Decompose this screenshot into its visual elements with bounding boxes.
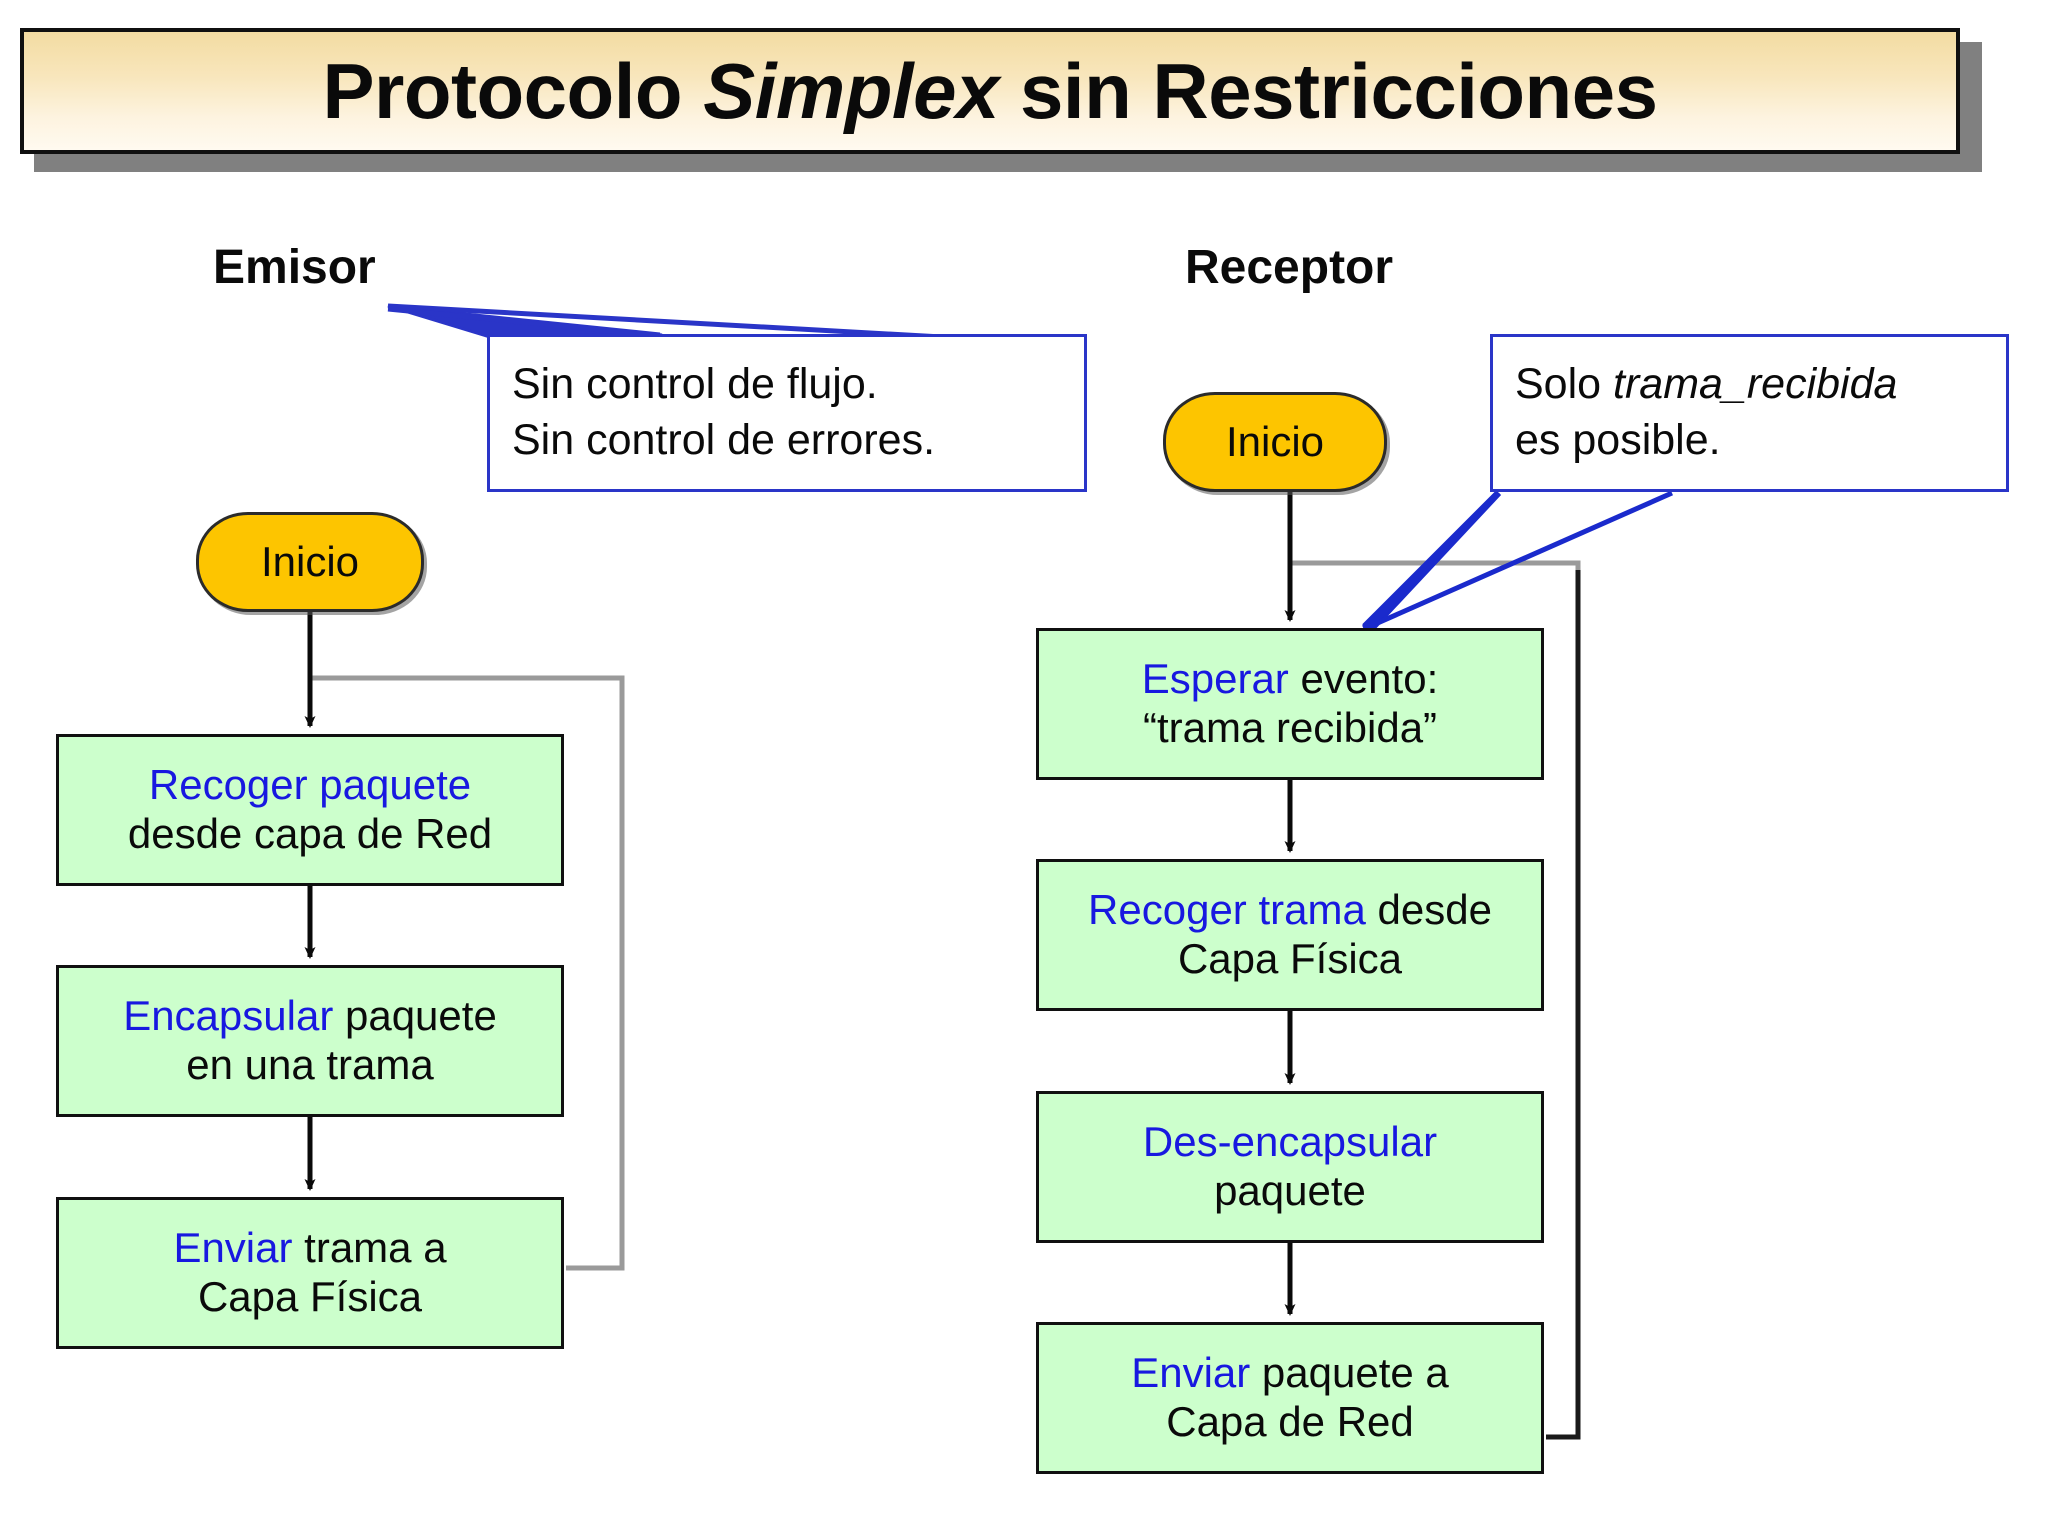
receptor-step-des-encapsular[interactable]: Des-encapsular paquete [1036,1091,1544,1243]
receptor-step-3-line1: Des-encapsular [1143,1118,1437,1167]
callout-right-line1-emphasis: trama_recibida [1613,360,1898,409]
callout-left-line1: Sin control de flujo. [512,360,878,409]
callout-right-pointer [1362,490,1674,638]
emisor-step-2-rest: paquete [333,992,497,1040]
receptor-step-3-keyword: Des-encapsular [1142,1118,1438,1166]
title-banner: Protocolo Simplex sin Restricciones [20,28,1960,154]
emisor-step-2-line1: Encapsular paquete [123,992,497,1041]
emisor-start-label: Inicio [260,538,360,585]
column-heading-receptor: Receptor [1185,241,1394,294]
receptor-step-1-rest: evento: [1288,655,1439,703]
callout-sin-control: Sin control de flujo. Sin control de err… [487,334,1087,492]
receptor-step-2-line1: Recoger trama desde [1088,886,1492,935]
receptor-step-4-line2: Capa de Red [1166,1398,1414,1445]
receptor-step-1-line2: “trama recibida” [1142,704,1438,751]
emisor-step-recoger-paquete[interactable]: Recoger paquete desde capa de Red [56,734,564,886]
title-part-before: Protocolo [322,47,704,135]
receptor-step-1-keyword: Esperar [1141,655,1289,703]
receptor-step-4-rest: paquete a [1250,1349,1449,1397]
emisor-start-node[interactable]: Inicio [196,512,424,612]
emisor-step-2-keyword: Encapsular [123,992,334,1040]
emisor-step-2-line2: en una trama [186,1041,434,1088]
receptor-step-2-rest: desde [1365,886,1492,934]
receptor-step-recoger-trama[interactable]: Recoger trama desde Capa Física [1036,859,1544,1011]
column-heading-emisor: Emisor [213,241,376,294]
emisor-step-1-line2: desde capa de Red [127,810,493,857]
emisor-step-encapsular-paquete[interactable]: Encapsular paquete en una trama [56,965,564,1117]
receptor-start-node[interactable]: Inicio [1163,392,1387,492]
callout-right-line1: Solo trama_recibida [1515,357,1984,413]
emisor-step-1-keyword: Recoger paquete [148,761,472,809]
title-part-emphasis: Simplex [703,47,999,135]
callout-solo-trama-recibida: Solo trama_recibida es posible. [1490,334,2009,492]
receptor-step-2-line2: Capa Física [1177,935,1403,982]
callout-right-line1-before: Solo [1515,360,1614,409]
receptor-step-4-line1: Enviar paquete a [1131,1349,1449,1398]
receptor-step-2-keyword: Recoger trama [1088,886,1366,934]
page-title: Protocolo Simplex sin Restricciones [323,52,1658,130]
receptor-step-3-line2: paquete [1214,1167,1366,1214]
receptor-step-1-line1: Esperar evento: [1142,655,1439,704]
callout-right-line2: es posible. [1515,416,1721,464]
emisor-step-3-line2: Capa Física [197,1273,423,1320]
title-part-after: sin Restricciones [998,47,1658,135]
receptor-start-label: Inicio [1225,418,1325,465]
emisor-step-3-rest: trama a [292,1224,447,1272]
receptor-step-4-keyword: Enviar [1131,1349,1251,1397]
emisor-step-enviar-trama[interactable]: Enviar trama a Capa Física [56,1197,564,1349]
callout-left-line2: Sin control de errores. [512,416,936,464]
receptor-step-enviar-paquete[interactable]: Enviar paquete a Capa de Red [1036,1322,1544,1474]
emisor-step-1-line1: Recoger paquete [149,761,471,810]
receptor-step-esperar-evento[interactable]: Esperar evento: “trama recibida” [1036,628,1544,780]
emisor-step-3-keyword: Enviar [173,1224,293,1272]
emisor-step-3-line1: Enviar trama a [173,1224,446,1273]
